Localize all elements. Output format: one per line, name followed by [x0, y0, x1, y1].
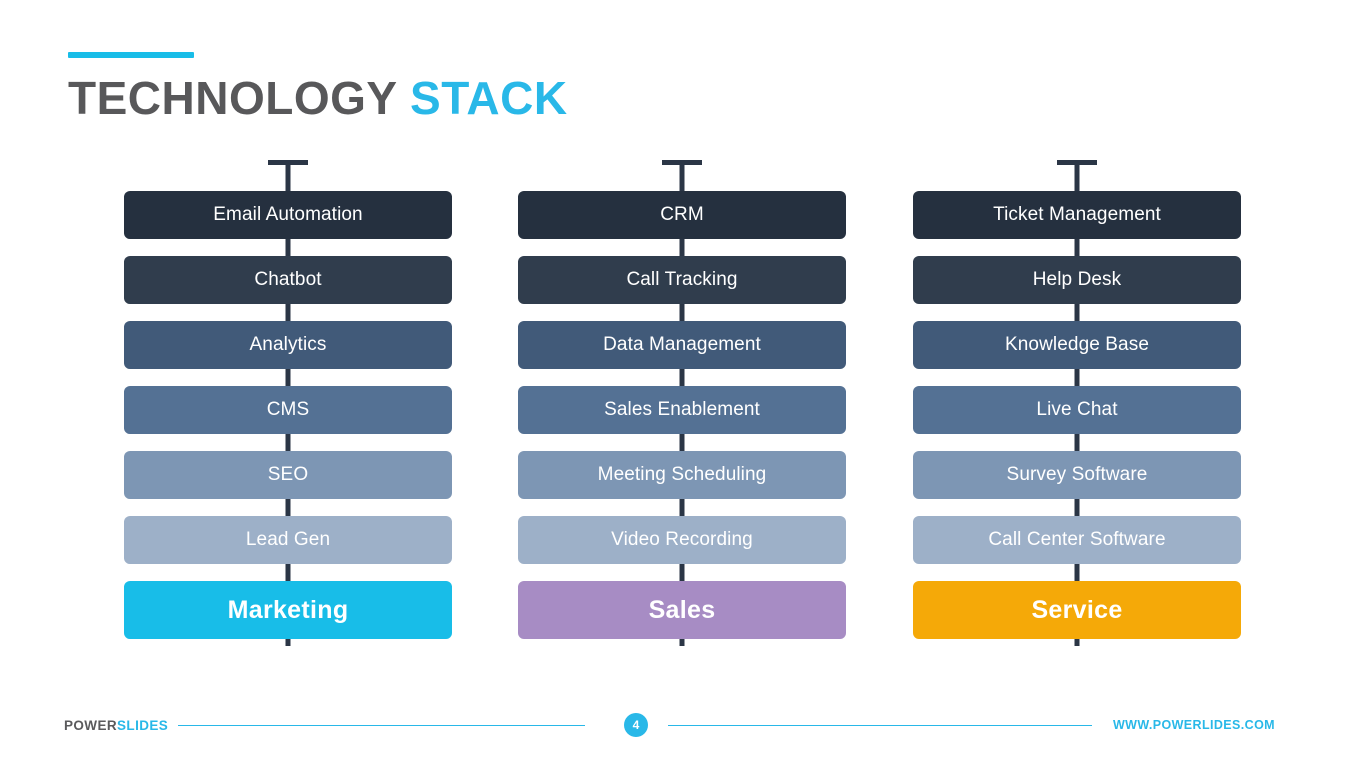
stack-row[interactable]: Call Center Software [913, 516, 1241, 564]
stack-column-service: Ticket Management Help Desk Knowledge Ba… [913, 155, 1241, 646]
brand-logo: POWERSLIDES [64, 718, 168, 733]
footer-divider-right [668, 725, 1092, 726]
footer-divider-left [178, 725, 585, 726]
stack-column-marketing: Email Automation Chatbot Analytics CMS S… [124, 155, 452, 646]
stack-category-service[interactable]: Service [913, 581, 1241, 639]
stack-row[interactable]: Email Automation [124, 191, 452, 239]
stack-row[interactable]: Video Recording [518, 516, 846, 564]
spine-cap-icon [268, 160, 308, 165]
spine-cap-icon [662, 160, 702, 165]
stack-row[interactable]: CRM [518, 191, 846, 239]
stack-row[interactable]: Analytics [124, 321, 452, 369]
page-title: TECHNOLOGY STACK [68, 58, 568, 122]
stack-row[interactable]: Call Tracking [518, 256, 846, 304]
stack-row[interactable]: Knowledge Base [913, 321, 1241, 369]
stack-row[interactable]: Survey Software [913, 451, 1241, 499]
stack-category-marketing[interactable]: Marketing [124, 581, 452, 639]
stack-row[interactable]: Data Management [518, 321, 846, 369]
stack-row[interactable]: Lead Gen [124, 516, 452, 564]
stack-row[interactable]: Live Chat [913, 386, 1241, 434]
stack-row[interactable]: Help Desk [913, 256, 1241, 304]
page-number-badge: 4 [624, 713, 648, 737]
spine-cap-icon [1057, 160, 1097, 165]
stack-category-sales[interactable]: Sales [518, 581, 846, 639]
stack-row[interactable]: SEO [124, 451, 452, 499]
site-url-link[interactable]: WWW.POWERLIDES.COM [1112, 718, 1275, 732]
brand-logo-accent: SLIDES [117, 717, 169, 733]
stack-row[interactable]: Meeting Scheduling [518, 451, 846, 499]
stack-row[interactable]: Ticket Management [913, 191, 1241, 239]
slide-header: TECHNOLOGY STACK [68, 52, 568, 122]
page-title-accent: STACK [410, 72, 568, 124]
title-accent-rule [68, 52, 194, 58]
stack-row[interactable]: Chatbot [124, 256, 452, 304]
stack-rows-service: Ticket Management Help Desk Knowledge Ba… [913, 155, 1241, 639]
slide-footer: POWERSLIDES 4 WWW.POWERLIDES.COM [0, 713, 1365, 737]
stack-rows-sales: CRM Call Tracking Data Management Sales … [518, 155, 846, 639]
stack-rows-marketing: Email Automation Chatbot Analytics CMS S… [124, 155, 452, 639]
stack-row[interactable]: Sales Enablement [518, 386, 846, 434]
stack-column-sales: CRM Call Tracking Data Management Sales … [518, 155, 846, 646]
technology-stack-diagram: Email Automation Chatbot Analytics CMS S… [0, 155, 1365, 655]
stack-row[interactable]: CMS [124, 386, 452, 434]
brand-logo-primary: POWER [64, 717, 118, 733]
page-title-main: TECHNOLOGY [68, 72, 411, 124]
